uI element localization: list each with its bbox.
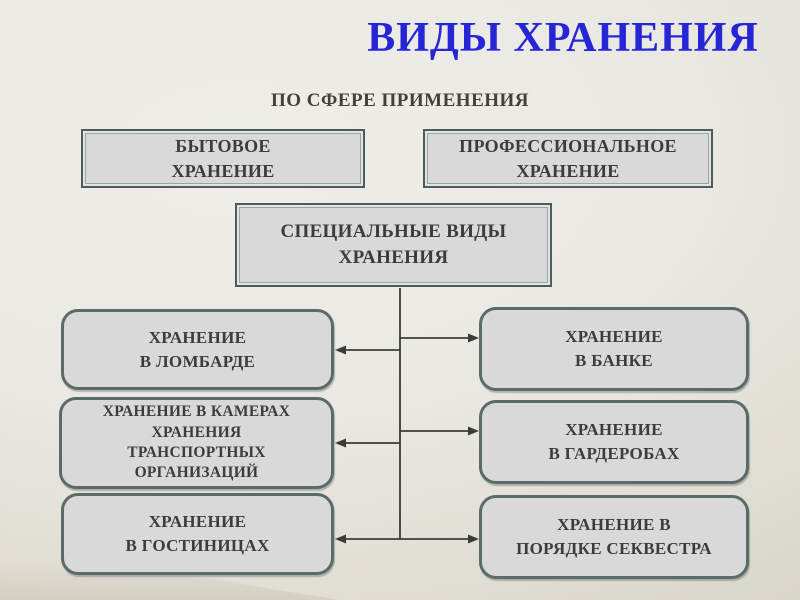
box-sequestration-storage: ХРАНЕНИЕ В ПОРЯДКЕ СЕКВЕСТРА xyxy=(479,495,749,579)
slide-subtitle: ПО СФЕРЕ ПРИМЕНЕНИЯ xyxy=(270,90,530,111)
slide-title: ВИДЫ ХРАНЕНИЯ xyxy=(367,15,759,61)
box-transport-luggage-storage: ХРАНЕНИЕ В КАМЕРАХ ХРАНЕНИЯ ТРАНСПОРТНЫХ… xyxy=(59,397,334,489)
box-professional-storage: ПРОФЕССИОНАЛЬНОЕ ХРАНЕНИЕ xyxy=(423,129,713,188)
arrow-left-icon xyxy=(335,534,346,544)
arrow-right-icon xyxy=(468,534,479,544)
arrow-left-icon xyxy=(335,345,346,355)
box-cloakroom-storage: ХРАНЕНИЕ В ГАРДЕРОБАХ xyxy=(479,400,749,484)
box-bank-storage: ХРАНЕНИЕ В БАНКЕ xyxy=(479,307,749,391)
arrow-right-icon xyxy=(468,426,479,436)
arrow-left-icon xyxy=(335,438,346,448)
box-household-storage: БЫТОВОЕ ХРАНЕНИЕ xyxy=(81,129,365,188)
box-hotel-storage: ХРАНЕНИЕ В ГОСТИНИЦАХ xyxy=(61,493,334,575)
box-special-storage-types: СПЕЦИАЛЬНЫЕ ВИДЫ ХРАНЕНИЯ xyxy=(235,203,552,287)
box-pawnshop-storage: ХРАНЕНИЕ В ЛОМБАРДЕ xyxy=(61,309,334,390)
arrow-right-icon xyxy=(468,333,479,343)
